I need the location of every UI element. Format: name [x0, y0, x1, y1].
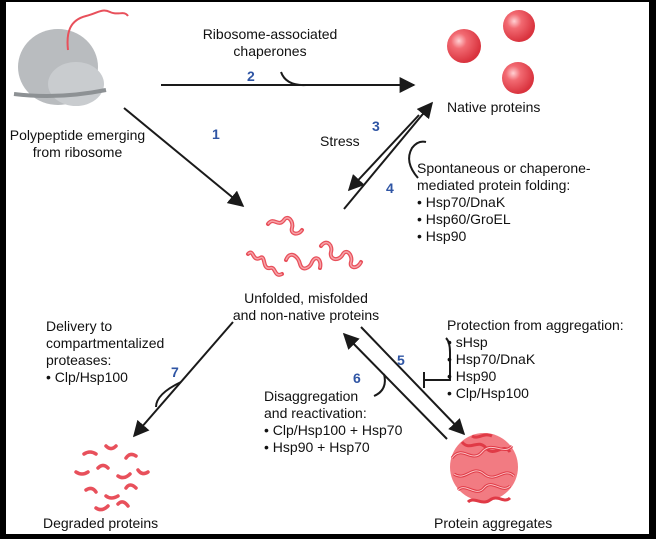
folding-list: Hsp70/DnaK Hsp60/GroEL Hsp90	[417, 194, 591, 245]
arrow-6-branch	[373, 373, 386, 397]
protection-item: Hsp90	[447, 368, 624, 385]
folding-title-line-2: mediated protein folding:	[417, 177, 571, 193]
disaggregation-title-line-1: Disaggregation	[264, 388, 359, 404]
step-number-3: 3	[372, 118, 380, 134]
protection-title: Protection from aggregation:	[447, 317, 624, 333]
delivery-title-line-1: Delivery to	[46, 318, 113, 334]
disaggregation-title-line-2: and reactivation:	[264, 405, 367, 421]
step-number-6: 6	[353, 370, 361, 386]
folding-block: Spontaneous or chaperone- mediated prote…	[417, 160, 591, 245]
folding-item: Hsp60/GroEL	[417, 211, 591, 228]
ribosome-chaperones-line-1: Ribosome-associated	[202, 26, 338, 42]
ribosome-label-line-1: Polypeptide emerging	[9, 127, 146, 143]
degraded-proteins-label: Degraded proteins	[43, 515, 159, 531]
protection-item: Hsp70/DnaK	[447, 351, 624, 368]
stress-label: Stress	[320, 133, 360, 149]
protection-list: sHsp Hsp70/DnaK Hsp90 Clp/Hsp100	[447, 334, 624, 402]
arrow-4-branch	[408, 140, 427, 179]
arrow-2-branch	[280, 71, 307, 87]
step-number-5: 5	[397, 352, 405, 368]
arrow-6	[342, 332, 448, 440]
diagram-canvas	[13, 9, 535, 512]
arrow-5	[360, 326, 466, 436]
unfolded-label-line-1: Unfolded, misfolded	[244, 290, 368, 306]
diagram-panel: Polypeptide emerging from ribosome Nativ…	[6, 2, 649, 534]
arrow-4	[343, 101, 434, 210]
ribosome-icon	[13, 9, 129, 106]
arrow-3	[347, 114, 420, 192]
protein-aggregates-label: Protein aggregates	[434, 515, 553, 531]
folding-item: Hsp90	[417, 228, 591, 245]
native-proteins-icon	[447, 10, 535, 94]
arrow-7-branch	[155, 381, 182, 408]
arrow-1	[123, 107, 245, 208]
degraded-proteins-icon	[74, 444, 150, 512]
ribosome-chaperones-label: Ribosome-associated chaperones	[190, 26, 350, 60]
native-proteins-label: Native proteins	[447, 99, 541, 115]
ribosome-label-line-2: from ribosome	[32, 144, 123, 160]
delivery-list: Clp/Hsp100	[46, 369, 164, 386]
disaggregation-item: Hsp90 + Hsp70	[264, 439, 402, 456]
step-number-2: 2	[247, 68, 255, 84]
protection-item: sHsp	[447, 334, 624, 351]
protein-aggregates-icon	[450, 433, 518, 504]
unfolded-proteins-label: Unfolded, misfolded and non-native prote…	[211, 290, 401, 324]
disaggregation-block: Disaggregation and reactivation: Clp/Hsp…	[264, 388, 402, 456]
delivery-title-line-3: proteases:	[46, 352, 112, 368]
unfolded-label-line-2: and non-native proteins	[232, 307, 380, 323]
delivery-title-line-2: compartmentalized	[46, 335, 165, 351]
folding-item: Hsp70/DnaK	[417, 194, 591, 211]
arrow-7	[132, 321, 234, 438]
protection-block: Protection from aggregation: sHsp Hsp70/…	[447, 317, 624, 402]
protection-item: Clp/Hsp100	[447, 385, 624, 402]
delivery-block: Delivery to compartmentalized proteases:…	[46, 318, 164, 386]
ribosome-label: Polypeptide emerging from ribosome	[6, 127, 149, 161]
folding-title-line-1: Spontaneous or chaperone-	[417, 160, 591, 176]
delivery-item: Clp/Hsp100	[46, 369, 164, 386]
step-number-1: 1	[212, 126, 220, 142]
step-number-4: 4	[386, 180, 394, 196]
disaggregation-item: Clp/Hsp100 + Hsp70	[264, 422, 403, 439]
step-number-7: 7	[171, 364, 179, 380]
ribosome-chaperones-line-2: chaperones	[233, 43, 307, 59]
disaggregation-list: Clp/Hsp100 + Hsp70 Hsp90 + Hsp70	[264, 422, 403, 456]
